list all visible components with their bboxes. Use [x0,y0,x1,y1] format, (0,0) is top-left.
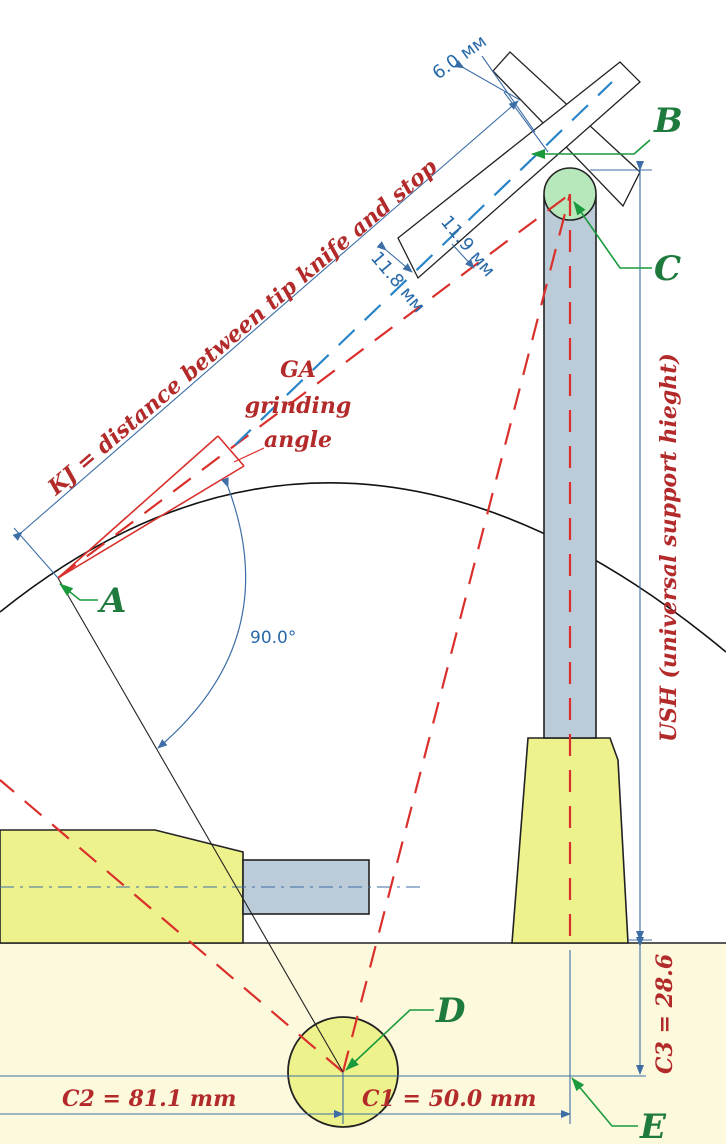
kj-dimension-line [12,100,519,541]
angle-90-label: 90.0° [250,628,296,648]
ga-label-3: angle [264,427,332,453]
c2-label: C2 = 81.1 mm [62,1086,236,1112]
c1-label: C1 = 50.0 mm [362,1086,536,1112]
leader-e [571,1077,638,1127]
ga-leader [233,447,265,463]
leader-a [59,583,98,601]
leader-c [573,201,652,269]
red-line-d-left [0,779,344,1073]
leader-d [345,1009,434,1071]
point-c-label: C [654,249,681,289]
angle-arc-90 [157,477,247,749]
dim-6-ext [481,55,536,133]
ga-ray-lower [57,465,245,579]
grinding-wheel-arc [0,482,726,653]
dim-11-8-line [376,241,413,273]
leader-b [531,139,651,159]
support-base [511,737,629,944]
line-a-d [57,577,344,1073]
ush-label: USH (universal support hieght) [656,353,682,742]
kj-ext-right [503,91,549,153]
ga-label-2: grinding [245,393,351,419]
ga-label-1: GA [280,357,316,383]
dim-11-9-line [451,243,475,269]
c3-label: C3 = 28.6 [652,954,678,1074]
dim-6-line [454,60,521,101]
dim-6-label: 6.0 мм [429,31,491,84]
point-e-label: E [639,1107,667,1144]
kj-label: KJ = distance between tip knife and stop [42,154,443,502]
point-d-label: D [435,991,466,1031]
kj-ext-left [13,527,59,579]
red-line-d-c [341,193,572,1073]
point-b-label: B [653,101,683,141]
point-a-label: A [97,581,126,621]
